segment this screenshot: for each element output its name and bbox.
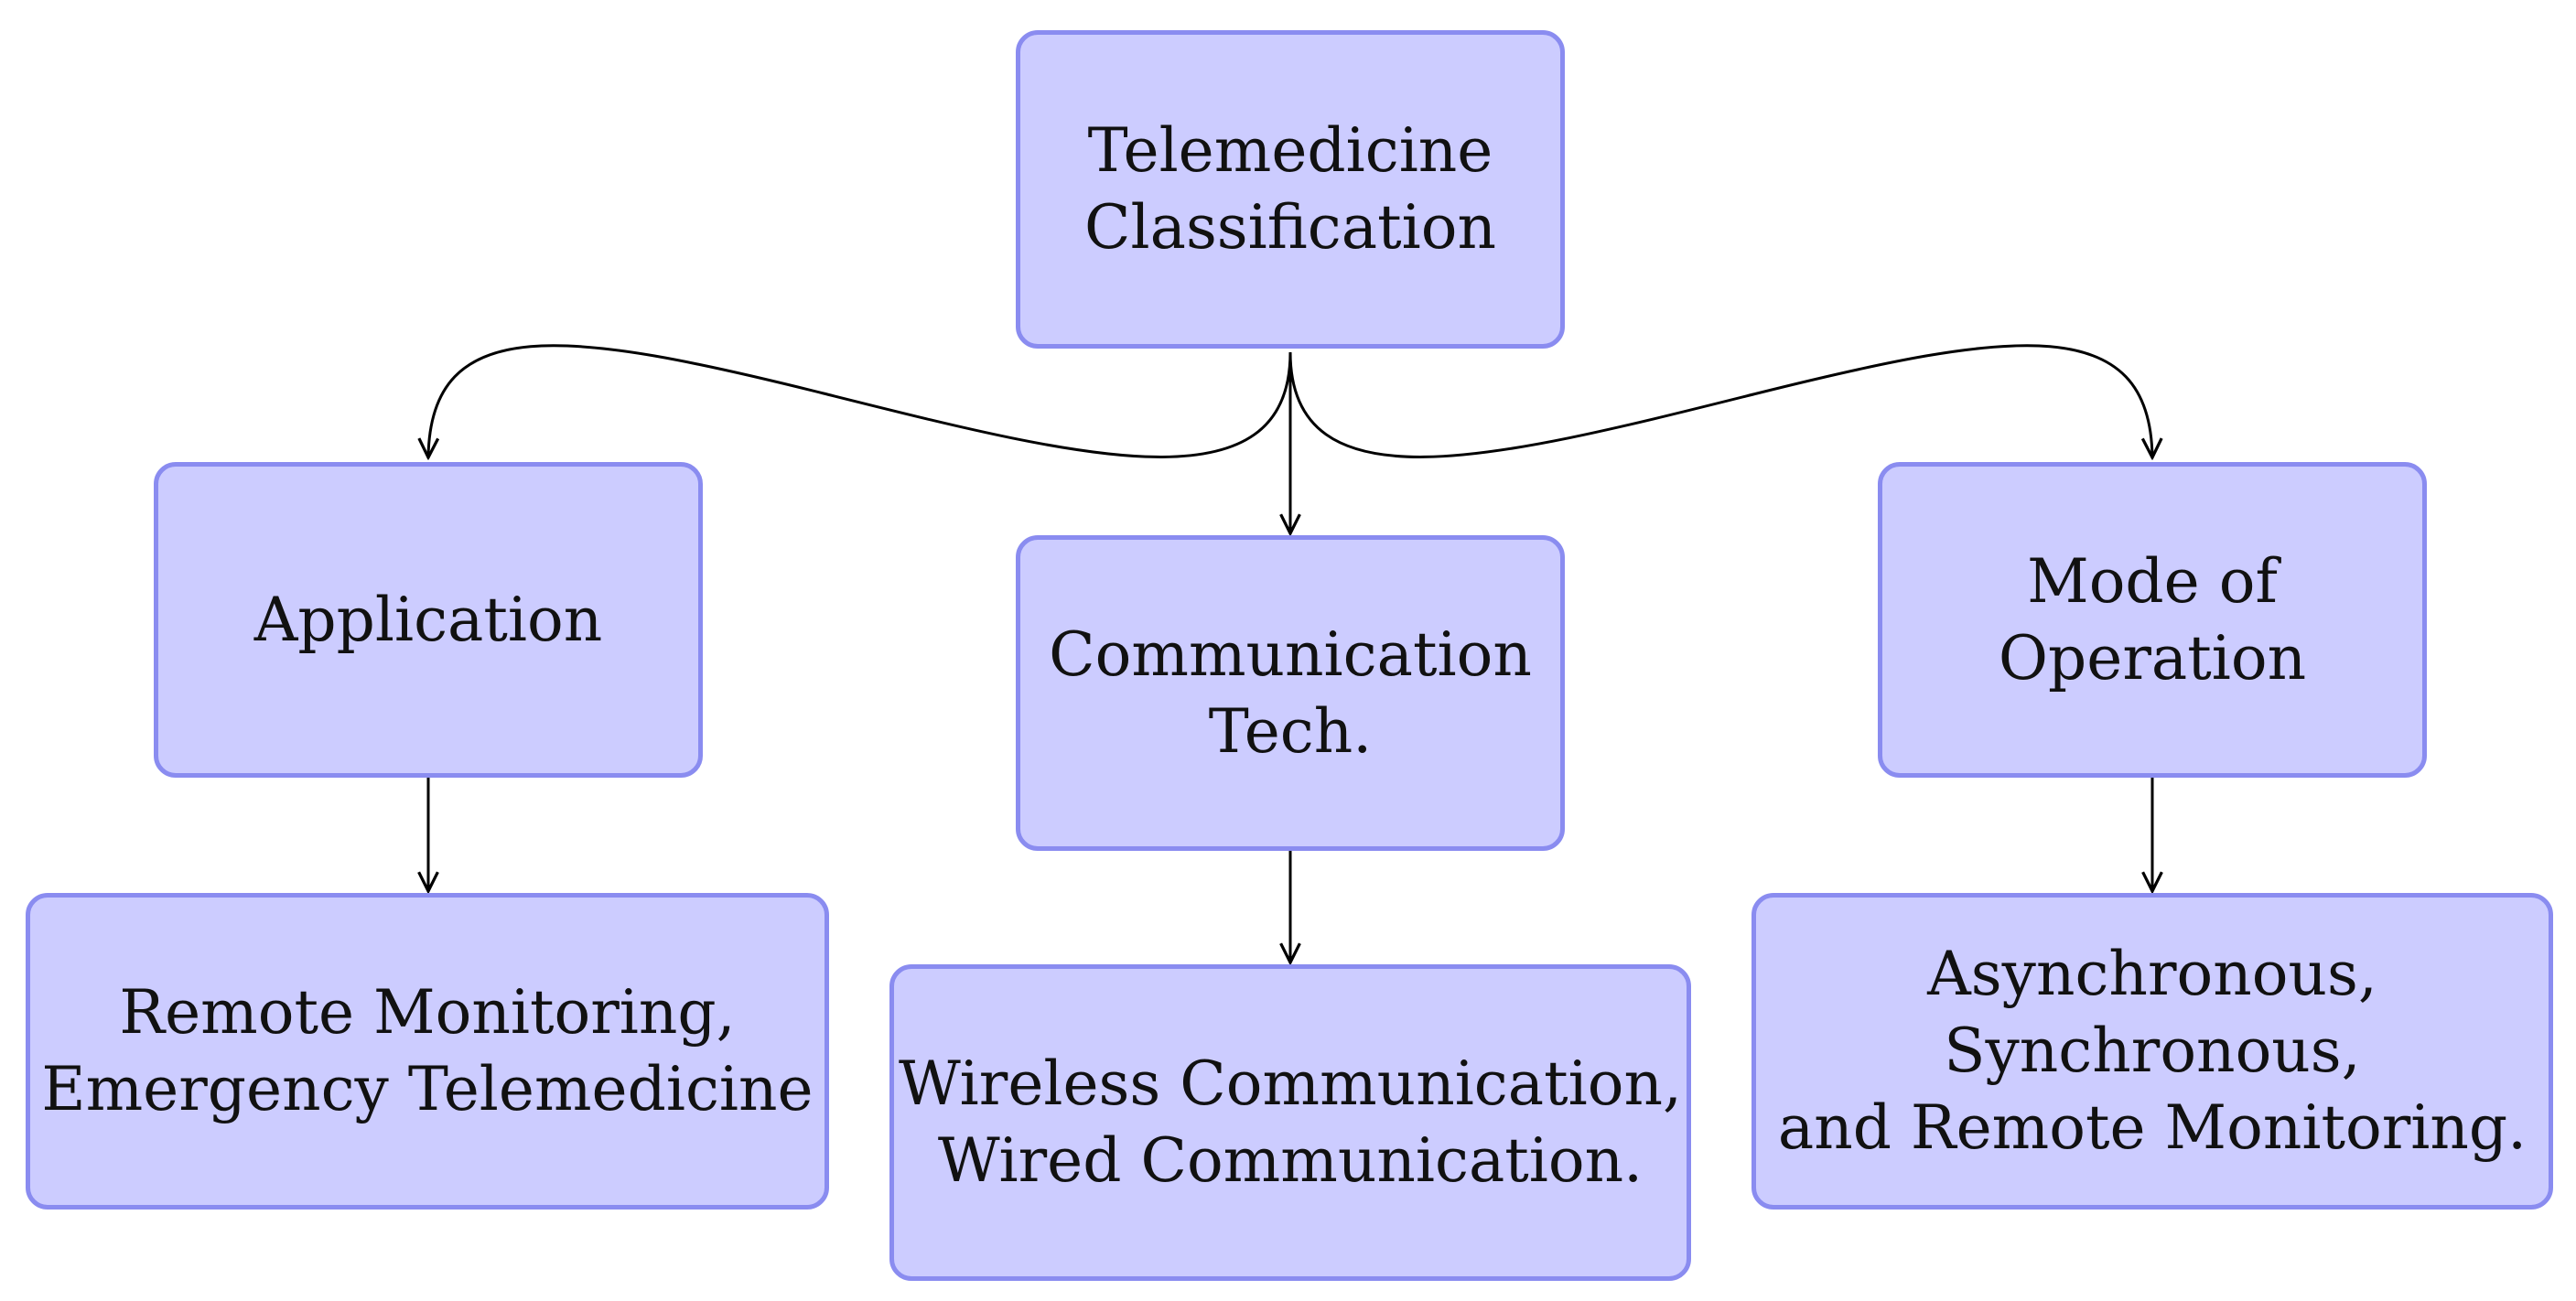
node-mode-details: Asynchronous, Synchronous, and Remote Mo… xyxy=(1751,893,2553,1210)
node-label: Telemedicine Classification xyxy=(1083,115,1496,263)
node-label: Asynchronous, Synchronous, and Remote Mo… xyxy=(1777,939,2527,1163)
node-application-details: Remote Monitoring, Emergency Telemedicin… xyxy=(26,893,829,1210)
edge-root-to-application xyxy=(428,344,1292,457)
node-label: Wireless Communication, Wired Communicat… xyxy=(899,1048,1682,1196)
node-mode-of-operation: Mode of Operation xyxy=(1878,462,2427,778)
node-communication-tech: Communication Tech. xyxy=(1016,535,1565,851)
node-label: Mode of Operation xyxy=(1998,545,2307,694)
node-telemedicine-classification: Telemedicine Classification xyxy=(1016,30,1565,349)
node-communication-details: Wireless Communication, Wired Communicat… xyxy=(889,964,1691,1281)
node-application: Application xyxy=(154,462,703,778)
node-label: Application xyxy=(253,584,603,655)
node-label: Remote Monitoring, Emergency Telemedicin… xyxy=(41,977,814,1124)
node-label: Communication Tech. xyxy=(1049,618,1532,767)
edge-root-to-mode xyxy=(1288,344,2152,457)
